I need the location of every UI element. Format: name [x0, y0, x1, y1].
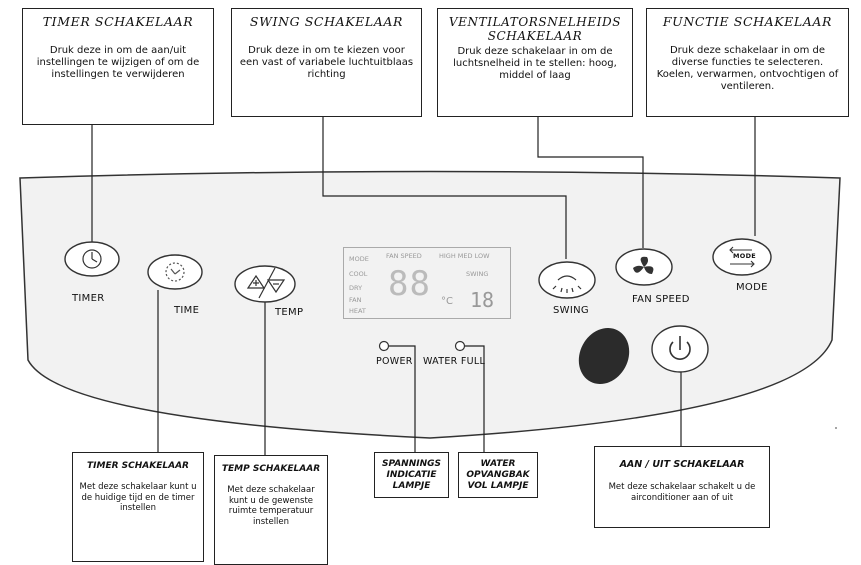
- lcd-unit: °C: [441, 296, 453, 307]
- callout-title: TIMER SCHAKELAAR: [42, 14, 194, 29]
- clock-dotted-icon: [165, 262, 185, 282]
- connector-water-bottom: [460, 345, 485, 452]
- connector-power-bottom: [384, 345, 416, 452]
- power-label: POWER: [376, 356, 413, 367]
- lcd-cool-label: COOL: [349, 270, 368, 278]
- callout-text: Druk deze schakelaar in om de luchtsnelh…: [453, 46, 617, 81]
- callout-power-led: SPANNINGS INDICATIE LAMPJE: [374, 452, 449, 498]
- callout-text: Met deze schakelaar kunt u de gewenste r…: [227, 485, 315, 527]
- lcd-small-digits: 18: [470, 288, 495, 312]
- dot-marker: [835, 427, 837, 429]
- swing-icon: [552, 275, 582, 293]
- connector-swing-top: [322, 117, 567, 259]
- callout-title: SPANNINGS INDICATIE LAMPJE: [381, 459, 442, 491]
- callout-text: Met deze schakelaar kunt u de huidige ti…: [79, 482, 197, 513]
- clock-icon: [82, 249, 102, 269]
- callout-text: Druk deze in om de aan/uit instellingen …: [36, 45, 200, 80]
- mode-button: [712, 238, 772, 276]
- fan-speed-label: FAN SPEED: [632, 294, 690, 305]
- timer-label: TIMER: [72, 293, 105, 304]
- callout-title: VENTILATORSNELHEIDS SCHAKELAAR: [448, 15, 622, 43]
- callout-water-led: WATER OPVANGBAK VOL LAMPJE: [458, 452, 538, 498]
- lcd-heat-label: HEAT: [349, 307, 366, 315]
- water-full-led: [454, 340, 466, 352]
- callout-title: SWING SCHAKELAAR: [249, 14, 404, 29]
- lcd-swing-label: SWING: [466, 270, 489, 278]
- lcd-display: MODE COOL DRY FAN HEAT FAN SPEED HIGH ME…: [343, 247, 511, 319]
- power-symbol-icon: [669, 336, 691, 360]
- callout-temp-bottom: TEMP SCHAKELAAR Met deze schakelaar kunt…: [214, 455, 328, 565]
- time-button: [147, 254, 203, 290]
- remote-sensor: [578, 328, 630, 384]
- callout-timer-top: TIMER SCHAKELAAR Druk deze in om de aan/…: [22, 8, 214, 125]
- mode-icon: [729, 246, 755, 268]
- swing-label: SWING: [553, 305, 589, 316]
- connector-fan-top: [537, 117, 644, 248]
- time-label: TIME: [174, 305, 200, 316]
- lcd-fan-label: FAN: [349, 296, 362, 304]
- power-led: [378, 340, 390, 352]
- lcd-big-digits: 88: [388, 264, 431, 304]
- callout-text: Druk deze schakelaar in om de diverse fu…: [656, 45, 839, 92]
- callout-text: Druk deze in om te kiezen voor een vast …: [239, 45, 414, 80]
- lcd-fan-speed-label: FAN SPEED: [386, 252, 422, 260]
- lcd-dry-label: DRY: [349, 284, 363, 292]
- callout-fan-speed-top: VENTILATORSNELHEIDS SCHAKELAAR Druk deze…: [437, 8, 633, 117]
- water-full-label: WATER FULL: [423, 356, 486, 367]
- callout-timer-bottom: TIMER SCHAKELAAR Met deze schakelaar kun…: [72, 452, 204, 562]
- temp-up-down-icon: [246, 267, 286, 299]
- callout-text: Met deze schakelaar schakelt u de aircon…: [608, 482, 756, 503]
- temp-label: TEMP: [275, 307, 304, 318]
- temp-button: [234, 265, 296, 303]
- fan-icon: [633, 256, 654, 274]
- lcd-mode-label: MODE: [349, 255, 369, 263]
- callout-title: TEMP SCHAKELAAR: [221, 464, 321, 474]
- callout-mode-top: FUNCTIE SCHAKELAAR Druk deze schakelaar …: [646, 8, 849, 117]
- callout-title: WATER OPVANGBAK VOL LAMPJE: [466, 459, 530, 491]
- mode-label: MODE: [736, 282, 768, 293]
- callout-onoff-bottom: AAN / UIT SCHAKELAAR Met deze schakelaar…: [594, 446, 770, 528]
- lcd-hi-low-label: HIGH MED LOW: [439, 252, 490, 260]
- callout-swing-top: SWING SCHAKELAAR Druk deze in om te kiez…: [231, 8, 422, 117]
- callout-title: TIMER SCHAKELAAR: [87, 461, 189, 471]
- callout-title: AAN / UIT SCHAKELAAR: [619, 459, 745, 470]
- mode-icon-text: MODE: [733, 252, 757, 260]
- callout-title: FUNCTIE SCHAKELAAR: [662, 14, 833, 29]
